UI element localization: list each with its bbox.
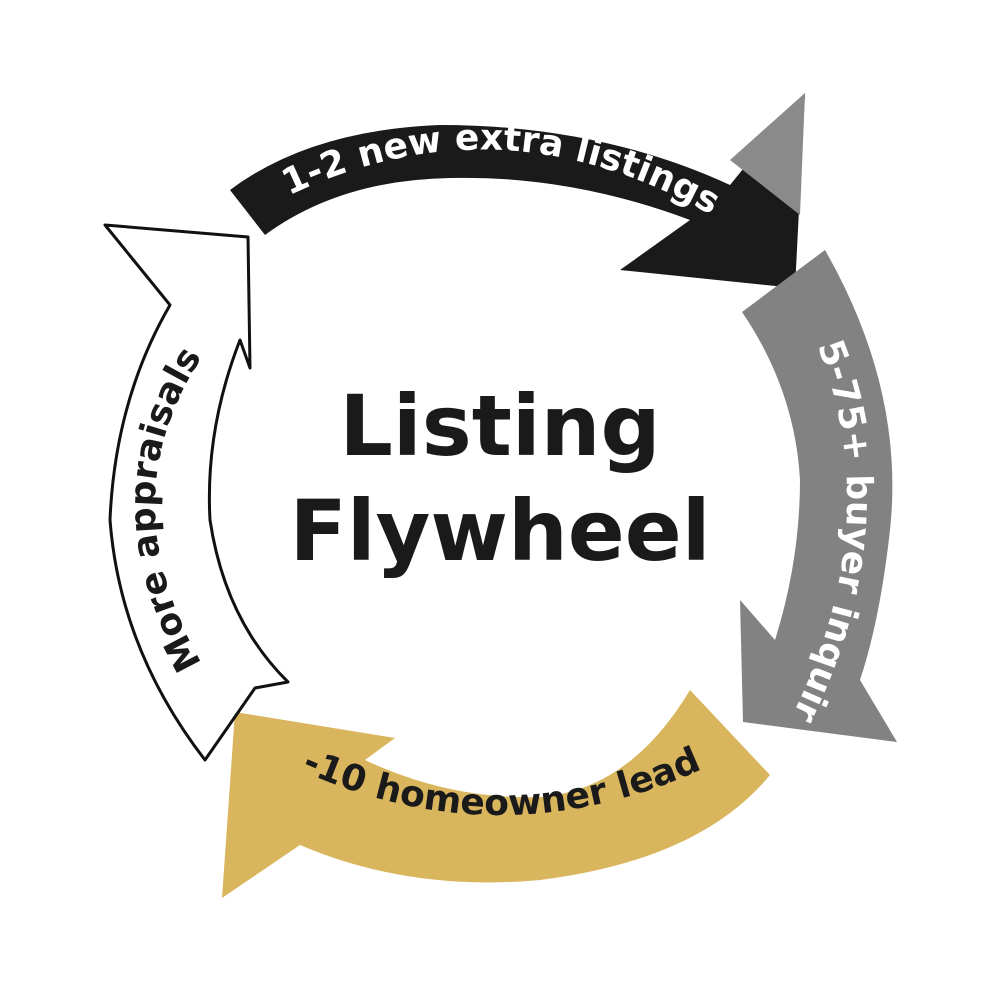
flow-arrow-left: More appraisals	[103, 223, 290, 762]
arrow-top-head-shade	[730, 93, 805, 215]
center-title-line2: Flywheel	[289, 482, 710, 580]
arrow-right-shape	[740, 250, 897, 742]
flow-arrow-top: 1-2 new extra listings	[230, 93, 805, 288]
arrow-bottom-shape	[222, 690, 770, 898]
arrow-top-shape	[230, 93, 805, 288]
center-title-line1: Listing	[339, 377, 660, 475]
arrow-left-shape	[103, 223, 290, 762]
